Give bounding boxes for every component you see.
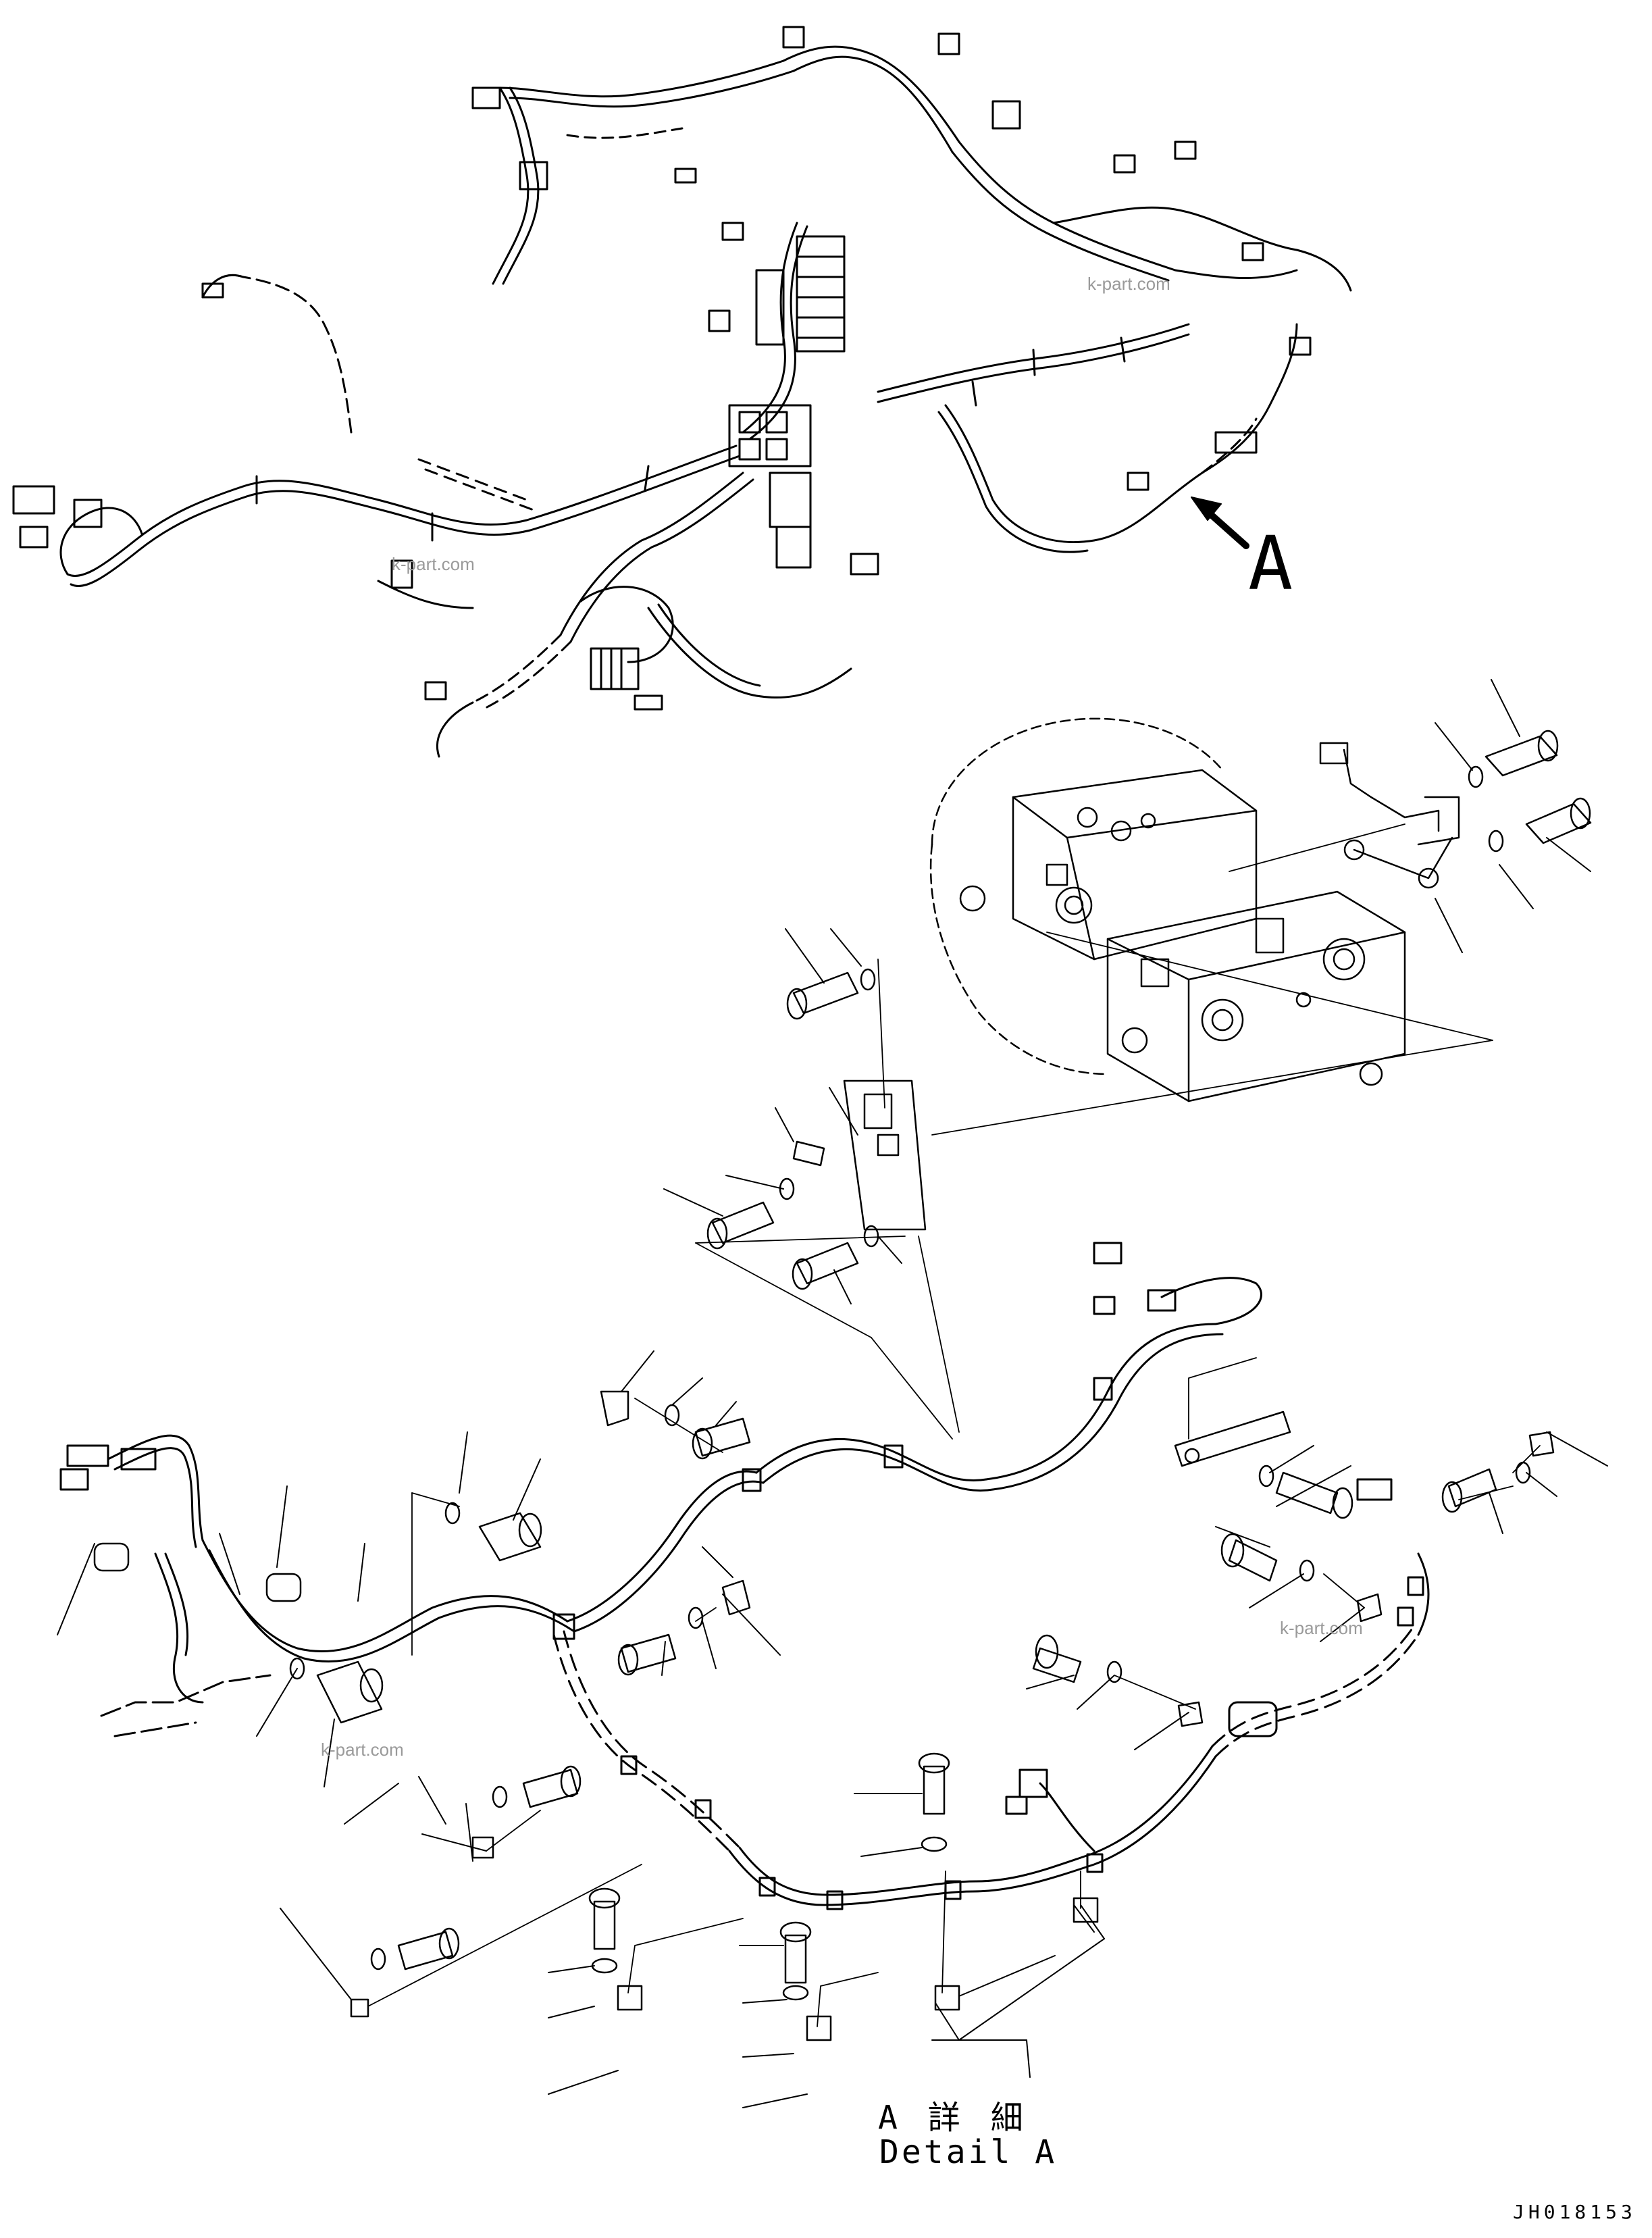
bolt-18 <box>779 1921 812 1984</box>
reference-lines <box>367 823 1541 2027</box>
leader-lines <box>57 679 1608 2108</box>
washer-15 <box>1106 1660 1122 1683</box>
bolt-14 <box>1441 1468 1497 1513</box>
bolt-01 <box>1485 730 1559 777</box>
clamp-11 <box>934 1985 960 2011</box>
bracket-01 <box>843 1079 927 1231</box>
bolt-02 <box>1525 797 1592 844</box>
view-arrow-a <box>1191 497 1249 549</box>
clamp-10 <box>806 2015 832 2041</box>
washer-02 <box>1488 830 1504 853</box>
detail-caption-japanese: A 詳 細 <box>878 2099 1029 2137</box>
washer-12 <box>1258 1465 1274 1487</box>
clamp-02 <box>600 1390 629 1427</box>
washer-11 <box>370 1948 386 1970</box>
detail-a-harness <box>59 1242 1430 1910</box>
clamp-06 <box>1356 1593 1383 1623</box>
washer-10 <box>492 1785 508 1808</box>
washer-03 <box>860 968 876 991</box>
bolt-07 <box>478 1512 542 1562</box>
watermark: k-part.com <box>392 554 475 574</box>
washer-14 <box>1515 1461 1531 1484</box>
main-wiring-harness <box>12 26 1352 758</box>
detail-caption-english: Detail A <box>879 2133 1058 2171</box>
clamp-05 <box>350 1998 369 2018</box>
washer-13 <box>1299 1559 1315 1582</box>
drawing-number: JH018153 <box>1513 2201 1636 2223</box>
clamp-12 <box>1073 1897 1099 1923</box>
pump-bracket-right <box>1319 742 1460 889</box>
clamp-03 <box>721 1579 751 1616</box>
bolt-15 <box>1032 1634 1082 1683</box>
washer-01 <box>1468 765 1484 788</box>
bolt-10 <box>522 1765 582 1808</box>
collar-01 <box>265 1573 302 1602</box>
view-a-label: A <box>1248 520 1293 607</box>
bolt-13 <box>1220 1533 1278 1582</box>
watermark: k-part.com <box>321 1739 404 1760</box>
washer-06 <box>664 1404 680 1427</box>
clamp-04 <box>471 1836 494 1859</box>
clamp-07 <box>1528 1431 1555 1457</box>
bolt-12 <box>1275 1471 1353 1519</box>
bolt-03 <box>786 971 859 1020</box>
washer-08 <box>289 1657 305 1680</box>
washer-09 <box>688 1606 704 1629</box>
bolt-17 <box>588 1887 621 1950</box>
bolt-05 <box>792 1242 859 1290</box>
clamp-08 <box>1177 1701 1204 1727</box>
washer-16 <box>921 1836 948 1852</box>
washer-04 <box>779 1177 795 1200</box>
bolt-06 <box>692 1417 751 1460</box>
bolt-08 <box>316 1660 384 1724</box>
clamp-01 <box>792 1140 825 1167</box>
fasteners <box>93 730 1592 2041</box>
watermark: k-part.com <box>1087 274 1170 294</box>
bolt-16 <box>918 1752 950 1815</box>
washer-07 <box>444 1502 461 1525</box>
collar-02 <box>93 1542 130 1572</box>
bolt-04 <box>706 1201 775 1250</box>
washer-18 <box>782 1985 809 2001</box>
clamp-09 <box>617 1985 643 2011</box>
hydraulic-pump <box>929 717 1406 1102</box>
watermark: k-part.com <box>1280 1618 1363 1638</box>
bolt-09 <box>617 1633 677 1676</box>
bracket-02 <box>1174 1410 1291 1467</box>
washer-17 <box>591 1958 618 1974</box>
bolt-11 <box>397 1927 460 1970</box>
